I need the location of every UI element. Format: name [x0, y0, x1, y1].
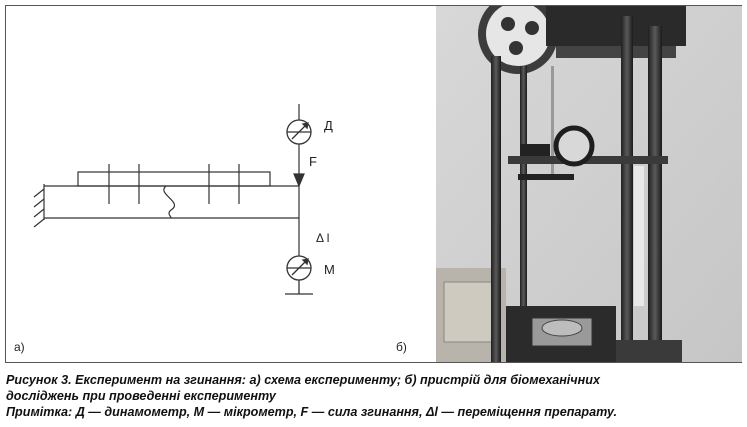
micrometer-gauge	[285, 255, 313, 295]
panel-a-label: а)	[14, 340, 25, 354]
figure-frame: Д F Δ l М а) б)	[5, 5, 742, 363]
force-label: F	[309, 154, 317, 169]
fixation-plate	[77, 164, 271, 204]
panel-b-label: б)	[396, 340, 407, 354]
beam	[44, 185, 300, 219]
dynamometer-gauge	[286, 119, 312, 145]
force-line	[293, 104, 305, 188]
caption-note: Примітка: Д — динамометр, М — мікрометр,…	[6, 405, 617, 419]
dynamometer-label: Д	[324, 118, 333, 133]
experiment-schematic: Д F Δ l М	[33, 104, 335, 295]
caption-line-2: досліджень при проведенні експерименту	[6, 389, 276, 403]
micrometer-label: М	[324, 262, 335, 277]
device-photo	[436, 6, 742, 362]
figure-caption: Рисунок 3. Експеримент на згинання: а) с…	[6, 372, 741, 420]
displacement-label: Δ l	[316, 231, 329, 245]
fixed-support	[33, 184, 45, 228]
caption-line-1: Рисунок 3. Експеримент на згинання: а) с…	[6, 373, 600, 387]
